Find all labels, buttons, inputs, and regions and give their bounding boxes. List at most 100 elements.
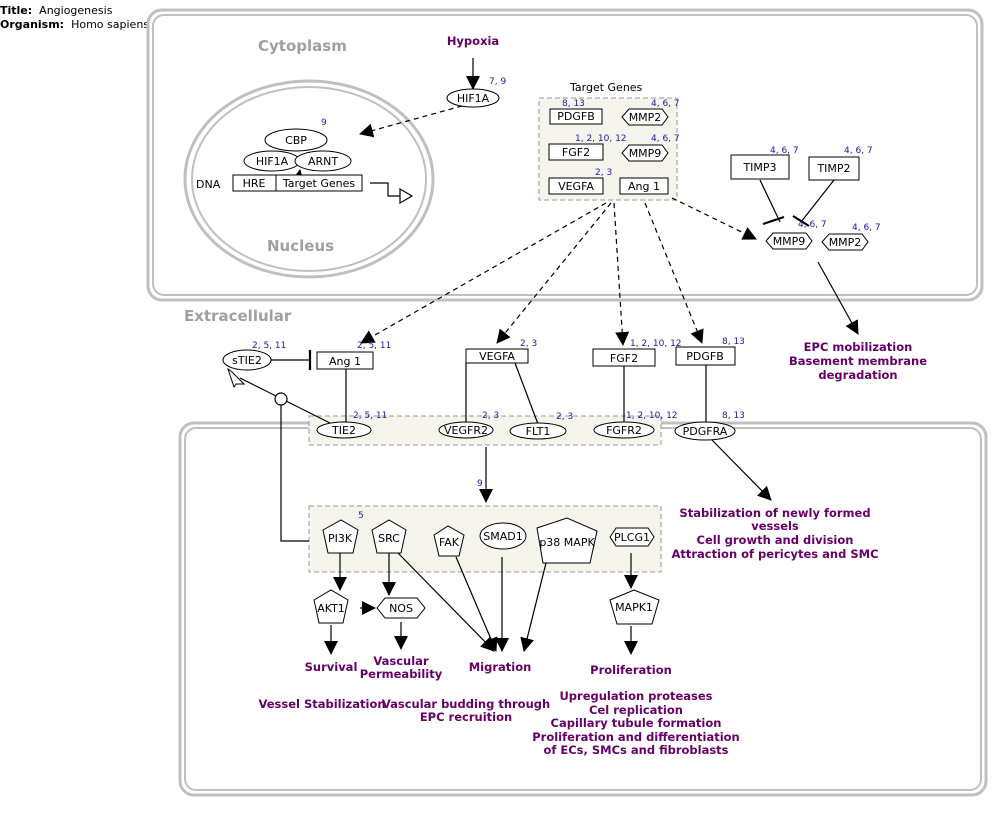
ref-vegfr2: 2, 3	[482, 411, 499, 421]
mmp2-target-gene-node[interactable]: MMP2	[621, 108, 669, 126]
tie2-node[interactable]: TIE2	[316, 421, 372, 439]
ref-timp3: 4, 6, 7	[770, 146, 799, 156]
timp2-label: TIMP2	[816, 162, 850, 175]
ref-fgf2-tg: 1, 2, 10, 12	[575, 134, 627, 144]
title-label: Title:	[0, 4, 33, 17]
pi3k-tie2-feedback-line	[280, 405, 309, 542]
pathway-header: Title: Angiogenesis Organism: Homo sapie…	[0, 4, 149, 32]
mmp2-node[interactable]: MMP2	[821, 233, 869, 251]
ref-ang1: 2, 5, 11	[357, 341, 391, 351]
mmp9-target-gene-node[interactable]: MMP9	[621, 144, 669, 162]
dna-transcription-line	[370, 182, 400, 197]
timp2-node[interactable]: TIMP2	[808, 156, 860, 181]
vascular-budding-label: Vascular budding through	[382, 697, 550, 711]
ref-mmp2: 4, 6, 7	[852, 223, 881, 233]
fgfr2-node[interactable]: FGFR2	[593, 421, 655, 439]
pericytes-label: Attraction of pericytes and SMC	[671, 547, 878, 561]
capillary-label: Capillary tubule formation	[551, 716, 722, 730]
nucleus-compartment	[183, 79, 435, 279]
vessels-label: vessels	[751, 519, 799, 533]
stie2-node[interactable]: sTIE2	[222, 349, 272, 389]
upregulation-label: Upregulation proteases	[559, 689, 712, 703]
cytoplasm-label: Cytoplasm	[258, 37, 347, 55]
smad1-node[interactable]: SMAD1	[479, 522, 527, 550]
akt1-node[interactable]: AKT1	[313, 589, 349, 624]
epc-mobilization-label: EPC mobilization	[804, 340, 913, 354]
stabilization-label: Stabilization of newly formed	[679, 506, 870, 520]
p38-mapk-node[interactable]: p38 MAPK	[536, 517, 598, 564]
cel-replication-label: Cel replication	[589, 703, 683, 717]
tg-to-pdgfb-arrow	[644, 202, 704, 344]
ang1-target-gene-node[interactable]: Ang 1	[619, 177, 669, 195]
transcription-arrowhead	[399, 187, 414, 205]
tie2-label: TIE2	[331, 424, 356, 437]
extracellular-label: Extracellular	[184, 307, 292, 325]
mapk1-label: MAPK1	[615, 601, 653, 614]
hif1a-cytoplasm-node[interactable]: HIF1A	[446, 88, 500, 108]
fgfr2-label: FGFR2	[606, 424, 642, 437]
ref-mmp9: 4, 6, 7	[798, 220, 827, 230]
hre-label: HRE	[243, 177, 266, 190]
nos-node[interactable]: NOS	[376, 597, 426, 619]
mmp9-node[interactable]: MMP9	[765, 232, 813, 250]
cytoplasm-compartment	[146, 8, 984, 302]
timp3-inhibition-line	[759, 179, 781, 223]
organism-label: Organism:	[0, 18, 65, 31]
ref-pdgfb-tg: 8, 13	[562, 99, 585, 109]
degradation-label: degradation	[818, 368, 897, 382]
smad1-label: SMAD1	[483, 530, 522, 543]
ref-pi3k: 5	[358, 511, 364, 521]
fak-to-migration-arrow	[455, 556, 498, 652]
target-genes-header: Target Genes	[569, 81, 643, 94]
pdgfb-target-gene-node[interactable]: PDGFB	[549, 108, 603, 125]
flt1-node[interactable]: FLT1	[509, 422, 567, 440]
ref-hif1a: 7, 9	[489, 77, 506, 87]
fgf2-target-gene-node[interactable]: FGF2	[548, 143, 604, 161]
vegfa-node[interactable]: VEGFA	[465, 348, 529, 364]
cell-growth-label: Cell growth and division	[697, 533, 854, 547]
ref-pdgfra: 8, 13	[722, 411, 745, 421]
vegfa-target-gene-node[interactable]: VEGFA	[548, 177, 604, 195]
stie2-label: sTIE2	[232, 354, 262, 367]
fak-label: FAK	[439, 536, 460, 549]
ref-vegfa: 2, 3	[520, 339, 537, 349]
pdgfra-node[interactable]: PDGFRA	[674, 421, 736, 441]
hif1a-nucleus-node[interactable]: HIF1A	[243, 150, 301, 172]
fak-node[interactable]: FAK	[433, 525, 465, 557]
fgf2-node[interactable]: FGF2	[592, 348, 656, 367]
differentiation-label: Proliferation and differentiation	[532, 730, 740, 744]
basement-membrane-label: Basement membrane	[789, 354, 927, 368]
pdgfb-label: PDGFB	[686, 350, 724, 363]
mapk1-node[interactable]: MAPK1	[609, 589, 660, 625]
mmp9-target-gene-label: MMP9	[629, 147, 662, 160]
plcg1-node[interactable]: PLCG1	[609, 527, 655, 547]
hre-node[interactable]: HRE	[232, 174, 277, 192]
src-node[interactable]: SRC	[371, 519, 407, 554]
pdgfra-to-stabilization-arrow	[711, 439, 772, 501]
pi3k-node[interactable]: PI3K	[322, 519, 359, 554]
tg-to-vegfa-arrow	[496, 202, 612, 344]
hif1a-nucleus-label: HIF1A	[256, 155, 289, 168]
pathway-nodes: HIF1A CBP HIF1A ARNT HRE Target Genes PD…	[222, 88, 869, 625]
organism-line: Organism: Homo sapiens	[0, 18, 149, 32]
ang1-target-gene-label: Ang 1	[628, 180, 660, 193]
ref-vegfa-tg: 2, 3	[595, 168, 612, 178]
cbp-node[interactable]: CBP	[264, 128, 328, 152]
organism-value: Homo sapiens	[71, 18, 150, 31]
vegfr2-node[interactable]: VEGFR2	[438, 421, 494, 439]
pdgfb-node[interactable]: PDGFB	[675, 346, 736, 366]
timp3-node[interactable]: TIMP3	[730, 154, 790, 180]
timp2-inhibition-bar	[792, 215, 810, 227]
mmp2-target-gene-label: MMP2	[629, 111, 662, 124]
proliferation-label: Proliferation	[590, 663, 672, 677]
pi3k-label: PI3K	[328, 532, 353, 545]
target-genes-dna-node[interactable]: Target Genes	[275, 174, 363, 192]
ang1-node[interactable]: Ang 1	[316, 351, 374, 370]
akt1-label: AKT1	[317, 602, 345, 615]
ref-mmp2-tg: 4, 6, 7	[651, 99, 680, 109]
ref-mmp9-tg: 4, 6, 7	[651, 134, 680, 144]
mmp-to-epc-arrow	[817, 261, 859, 335]
arnt-node[interactable]: ARNT	[294, 150, 352, 172]
vegfr2-label: VEGFR2	[444, 424, 488, 437]
